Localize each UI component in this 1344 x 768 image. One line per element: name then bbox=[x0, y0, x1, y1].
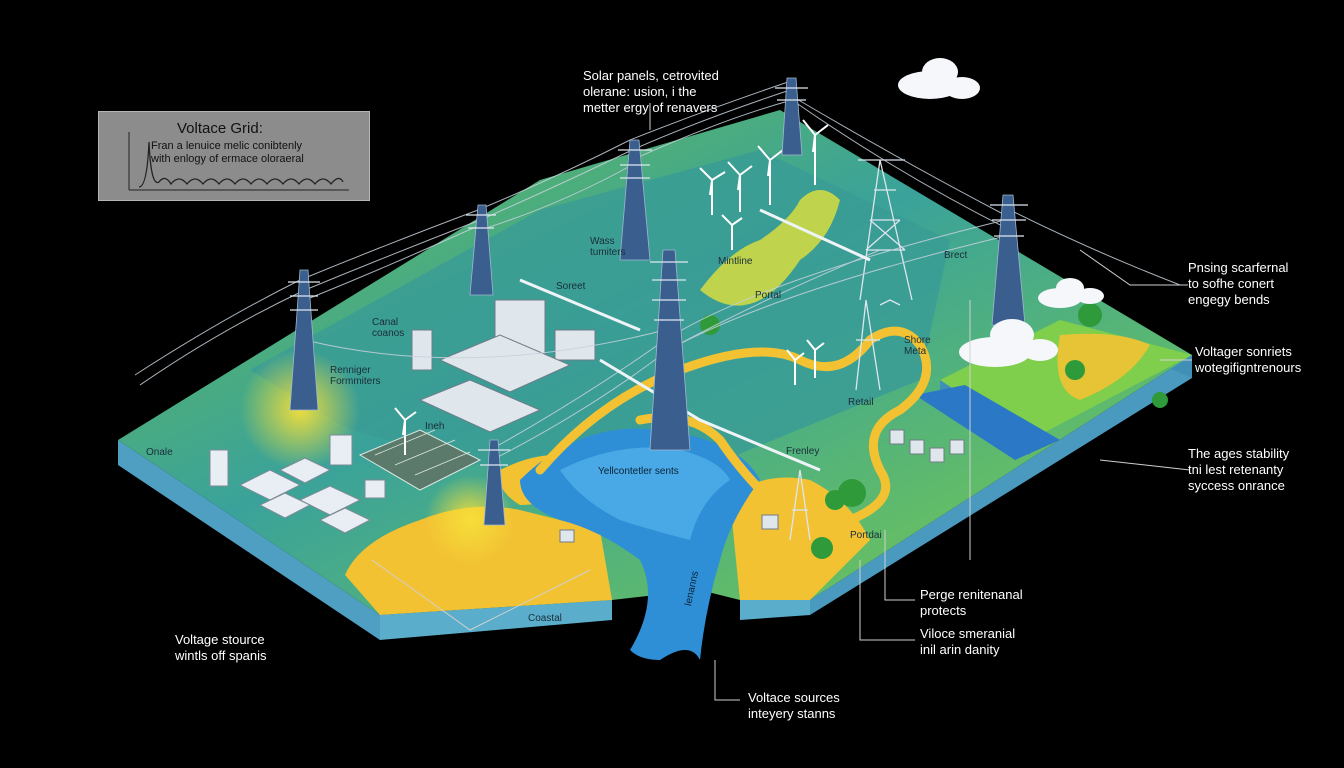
map-label-line: coanos bbox=[372, 328, 405, 339]
callout-line: inil arin danity bbox=[920, 642, 1000, 657]
map-label-ineh: Ineh bbox=[425, 421, 445, 432]
callout-line: engegy bends bbox=[1188, 292, 1270, 307]
callout-top: Solar panels, cetrovited olerane: usion,… bbox=[583, 68, 719, 116]
city-block-left bbox=[209, 434, 386, 534]
callout-line: tni lest retenanty bbox=[1188, 462, 1284, 477]
legend-title: Voltace Grid: bbox=[177, 120, 263, 137]
map-label-frenley: Frenley bbox=[786, 446, 820, 457]
legend-subtitle: Fran a lenuice melic conibtenly with enl… bbox=[151, 140, 304, 166]
map-label-shore: Shore Meta bbox=[904, 335, 931, 357]
callout-line: Voltage stource bbox=[175, 632, 265, 647]
callout-line: metter ergy of renavers bbox=[583, 100, 718, 115]
clouds bbox=[898, 58, 1104, 367]
map-label-line: Meta bbox=[904, 346, 927, 357]
waveform-icon bbox=[128, 132, 349, 191]
map-label-onale: Onale bbox=[146, 447, 173, 458]
legend-line: Fran a lenuice melic conibtenly bbox=[151, 140, 303, 152]
callout-line: protects bbox=[920, 603, 967, 618]
callout-right-mid: Voltager sonriets wotegifigntrenours bbox=[1195, 344, 1301, 376]
industrial-complex bbox=[411, 299, 596, 433]
map-label-renniger: Renniger Formmiters bbox=[330, 365, 381, 387]
callout-bottom-left: Voltage stource wintls off spanis bbox=[175, 632, 267, 664]
callout-line: Pnsing scarfernal bbox=[1188, 260, 1289, 275]
tree-clusters bbox=[700, 303, 1168, 559]
legend-line: with enlogy of ermace oloraeral bbox=[151, 153, 304, 165]
map-label-wass: Wass tumiters bbox=[590, 236, 626, 258]
map-label-line: Renniger bbox=[330, 365, 371, 376]
map-label-brect: Brect bbox=[944, 250, 968, 261]
map-label-retail: Retail bbox=[848, 397, 874, 408]
callout-line: syccess onrance bbox=[1188, 478, 1285, 493]
callout-line: Voltager sonriets bbox=[1195, 344, 1292, 359]
map-label-line: Formmiters bbox=[330, 376, 381, 387]
callout-line: Viloce smeranial bbox=[920, 626, 1016, 641]
callout-line: Perge renitenanal bbox=[920, 587, 1023, 602]
river-highlight bbox=[560, 447, 730, 540]
callout-line: The ages stability bbox=[1188, 446, 1290, 461]
callout-line: Solar panels, cetrovited bbox=[583, 68, 719, 83]
map-label-soreet: Soreet bbox=[556, 281, 586, 292]
callout-leaders bbox=[371, 103, 1192, 701]
solar-farm bbox=[358, 429, 482, 491]
blue-towers bbox=[289, 77, 1026, 526]
map-label-portal: Portal bbox=[755, 290, 782, 301]
map-label-line: Wass bbox=[590, 236, 615, 247]
map-label-portdai: Portdai bbox=[850, 530, 882, 541]
map-label-line: tumiters bbox=[590, 247, 626, 258]
winding-road bbox=[535, 326, 932, 527]
callout-line: Voltace sources bbox=[748, 690, 840, 705]
map-label-line: Canal bbox=[372, 317, 399, 328]
lattice-pylons bbox=[789, 159, 913, 541]
callout-line: wotegifigntrenours bbox=[1195, 360, 1302, 375]
legend-box: Voltace Grid: Fran a lenuice melic conib… bbox=[98, 111, 370, 201]
map-label-canal: Canal coanos bbox=[372, 317, 404, 339]
callout-line: wintls off spanis bbox=[175, 648, 267, 663]
callout-line: inteyery stanns bbox=[748, 706, 836, 721]
map-label-coastal: Coastal bbox=[528, 613, 562, 624]
callout-bottom-right-a: Perge renitenanal protects bbox=[920, 587, 1023, 619]
callout-bottom-center: Voltace sources inteyery stanns bbox=[748, 690, 840, 722]
callout-line: olerane: usion, i the bbox=[583, 84, 697, 99]
map-label-line: Shore bbox=[904, 335, 931, 346]
callout-line: to sofhe conert bbox=[1188, 276, 1274, 291]
callout-right-top: Pnsing scarfernal to sofhe conert engegy… bbox=[1188, 260, 1288, 308]
wind-turbines bbox=[394, 119, 829, 455]
callout-bottom-right-b: Viloce smeranial inil arin danity bbox=[920, 626, 1015, 658]
coastal-huts bbox=[559, 429, 965, 543]
catwalks bbox=[519, 208, 871, 472]
tower-crossarms bbox=[288, 87, 1028, 466]
callout-right-low: The ages stability tni lest retenanty sy… bbox=[1188, 446, 1289, 494]
map-label-yellowcontetler: Yellcontetler sents bbox=[598, 466, 679, 477]
map-label-mintline: Mintline bbox=[718, 256, 753, 267]
yellow-trail-north bbox=[700, 190, 840, 306]
